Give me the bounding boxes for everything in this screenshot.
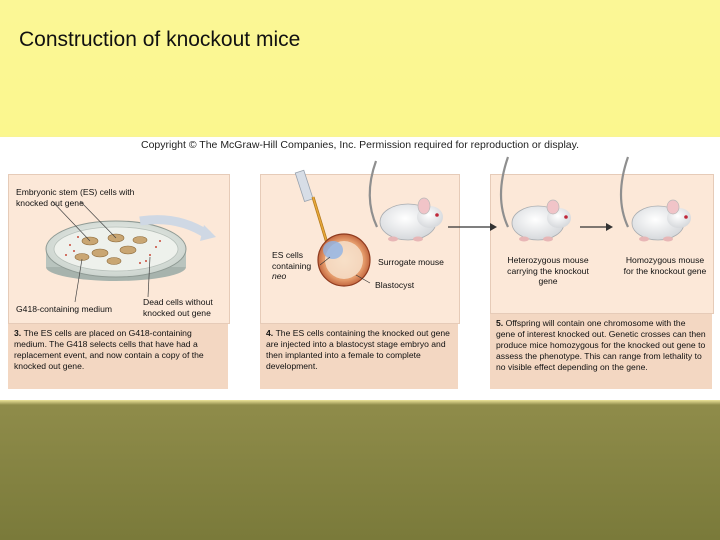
surrogate-mouse-icon (370, 161, 443, 242)
heterozygous-mouse-icon (501, 157, 571, 242)
arrow-to-homozygous-icon (580, 223, 613, 231)
arrow-to-offspring-icon (448, 223, 497, 231)
blastocyst-icon (318, 234, 370, 286)
pipette-icon (295, 170, 330, 253)
knockout-mouse-figure: Copyright © The McGraw-Hill Companies, I… (0, 137, 720, 400)
slide-title: Construction of knockout mice (19, 28, 300, 52)
homozygous-mouse-icon (621, 157, 691, 242)
bottom-band (0, 400, 720, 540)
figure-illustrations (0, 137, 720, 400)
